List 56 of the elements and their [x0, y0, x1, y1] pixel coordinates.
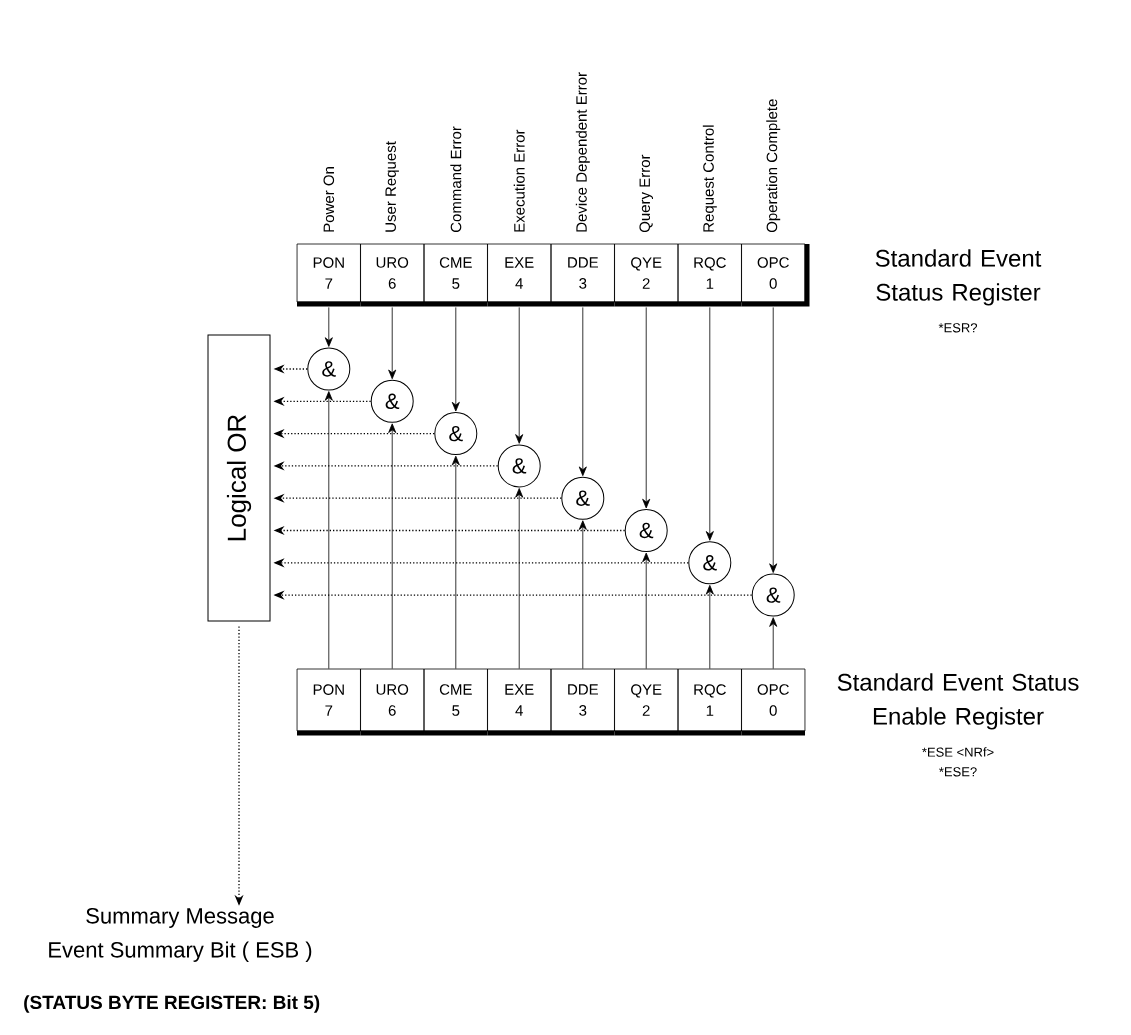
and-gate: &	[497, 444, 541, 488]
and-gate: &	[307, 347, 351, 391]
and-gate: &	[561, 476, 605, 520]
arrow	[642, 552, 651, 669]
command-label: *ESR?	[938, 323, 978, 333]
bit-label: Query Error	[639, 154, 653, 233]
register-cell: EXE 4	[487, 243, 552, 307]
and-gate: &	[688, 541, 732, 585]
register-cell: OPC 0	[741, 243, 810, 307]
arrow	[515, 488, 524, 669]
arrow	[324, 307, 333, 347]
bit-label: User Request	[385, 141, 399, 232]
bit-label: Device Dependent Error	[575, 72, 590, 232]
arrow	[769, 617, 778, 669]
register-cell: URO 6	[360, 668, 425, 736]
register-cell: RQC 1	[677, 668, 742, 736]
register-cell: QYE 2	[614, 668, 679, 736]
register-cell: CME 5	[423, 668, 488, 736]
bit-label: Execution Error	[513, 129, 525, 232]
arrow	[705, 307, 714, 541]
arrow	[388, 307, 397, 380]
command-label: *ESE <NRf>	[922, 747, 994, 757]
arrow	[578, 307, 587, 477]
register-cell: DDE 3	[550, 668, 615, 736]
and-gate: &	[624, 509, 668, 552]
bit-label: Command Error	[450, 126, 462, 233]
command-label: *ESE?	[939, 767, 977, 777]
bit-label: Request Control	[702, 125, 717, 232]
register-cell: PON 7	[296, 243, 361, 307]
register-cell: RQC 1	[677, 243, 742, 307]
arrow	[769, 307, 778, 573]
arrow	[388, 423, 397, 669]
or-box: Logical OR	[207, 334, 271, 622]
register-cell: DDE 3	[550, 243, 615, 307]
and-gate: &	[370, 379, 414, 423]
register-cell: EXE 4	[487, 668, 552, 736]
register-cell: CME 5	[423, 243, 488, 307]
bit-label: Operation Complete	[766, 99, 781, 233]
register-title: Standard Event Status Register	[875, 249, 1042, 306]
register-cell: PON 7	[296, 668, 361, 736]
arrow	[578, 520, 587, 669]
arrow	[324, 391, 333, 669]
arrow	[451, 455, 460, 669]
register-cell: OPC 0	[741, 668, 806, 736]
bit-label: Power On	[323, 167, 335, 232]
arrow	[642, 307, 651, 509]
register-cell: QYE 2	[614, 243, 679, 307]
summary-text: Summary Message Event Summary Bit ( ESB )	[49, 908, 312, 962]
and-gate: &	[434, 412, 478, 456]
arrow	[705, 584, 714, 669]
and-gate: &	[751, 573, 795, 617]
note-text: (STATUS BYTE REGISTER: Bit 5)	[24, 995, 320, 1013]
register-cell: URO 6	[360, 243, 425, 307]
register-title: Standard Event Status Enable Register	[837, 673, 1079, 730]
arrow	[451, 307, 460, 412]
arrow	[515, 307, 524, 444]
